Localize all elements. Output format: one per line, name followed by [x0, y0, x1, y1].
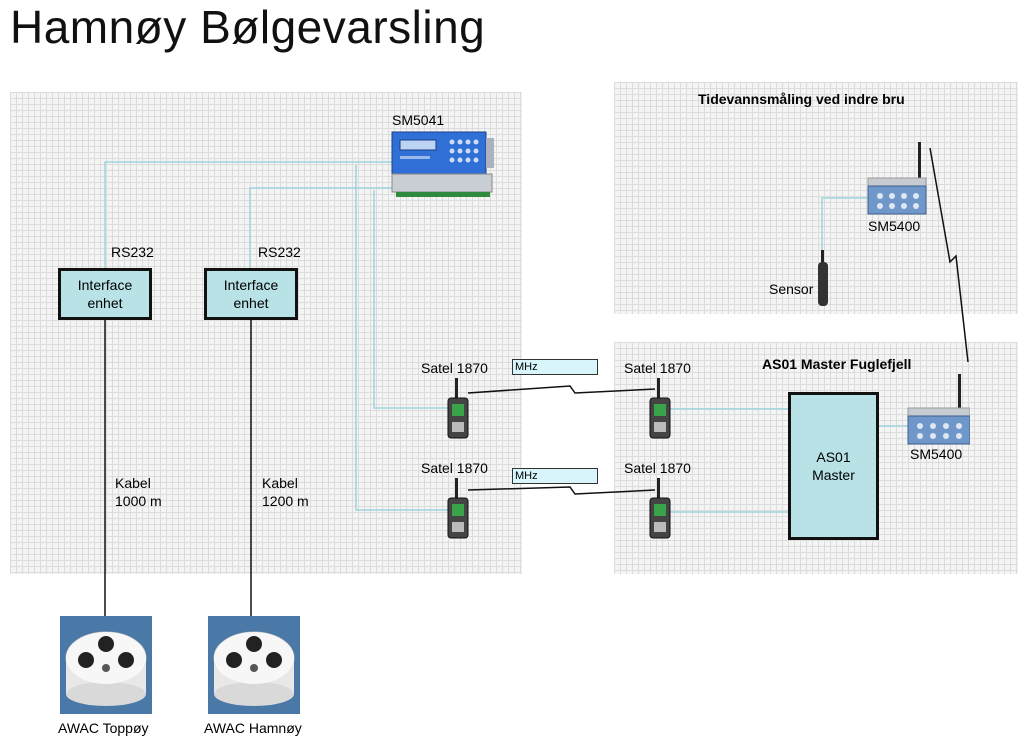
awac-hamnoy-label: AWAC Hamnøy — [204, 720, 302, 736]
satel-radio-icon — [649, 478, 671, 539]
interface-box-1: Interface enhet — [58, 268, 152, 320]
radio-link-tide — [929, 147, 969, 363]
mhz-box-1: MHz — [512, 359, 598, 375]
cable-label-2: Kabel 1200 m — [262, 475, 309, 509]
rs232-label-1: RS232 — [111, 244, 154, 260]
sm5400-tide-label: SM5400 — [868, 218, 921, 234]
wire-logger-satel-1 — [373, 190, 448, 409]
rs232-label-2: RS232 — [258, 244, 301, 260]
master-panel-title: AS01 Master Fuglefjell — [762, 356, 912, 372]
satel-label-left-2: Satel 1870 — [421, 460, 488, 476]
sm5041-label: SM5041 — [392, 112, 445, 128]
cable-label-1: Kabel 1000 m — [115, 475, 162, 509]
sm5041-logger-icon — [391, 131, 494, 197]
satel-radio-icon — [447, 378, 469, 439]
awac-toppoy-icon — [60, 616, 152, 714]
radio-link-2 — [467, 486, 656, 495]
sensor-icon — [818, 250, 828, 306]
sm5400-master-label: SM5400 — [910, 446, 963, 462]
radio-link-1 — [467, 385, 656, 394]
mhz-box-2: MHz — [512, 468, 598, 484]
awac-toppoy-label: AWAC Toppøy — [58, 720, 149, 736]
as01-master-box: AS01 Master — [788, 392, 879, 540]
tide-panel — [614, 82, 1018, 314]
sm5400-logger-icon — [907, 374, 970, 445]
tide-panel-title: Tidevannsmåling ved indre bru — [698, 91, 905, 107]
sm5400-logger-icon — [867, 142, 927, 215]
interface-box-2: Interface enhet — [204, 268, 298, 320]
wire-logger-satel-2 — [355, 165, 448, 511]
wire-logger-interface-1 — [104, 161, 392, 268]
satel-label-right-2: Satel 1870 — [624, 460, 691, 476]
wire-logger-interface-2 — [249, 187, 392, 268]
satel-radio-icon — [447, 478, 469, 539]
page-title: Hamnøy Bølgevarsling — [10, 1, 486, 53]
satel-radio-icon — [649, 378, 671, 439]
satel-label-left-1: Satel 1870 — [421, 360, 488, 376]
satel-label-right-1: Satel 1870 — [624, 360, 691, 376]
awac-hamnoy-icon — [208, 616, 300, 714]
sensor-label: Sensor — [769, 281, 814, 297]
